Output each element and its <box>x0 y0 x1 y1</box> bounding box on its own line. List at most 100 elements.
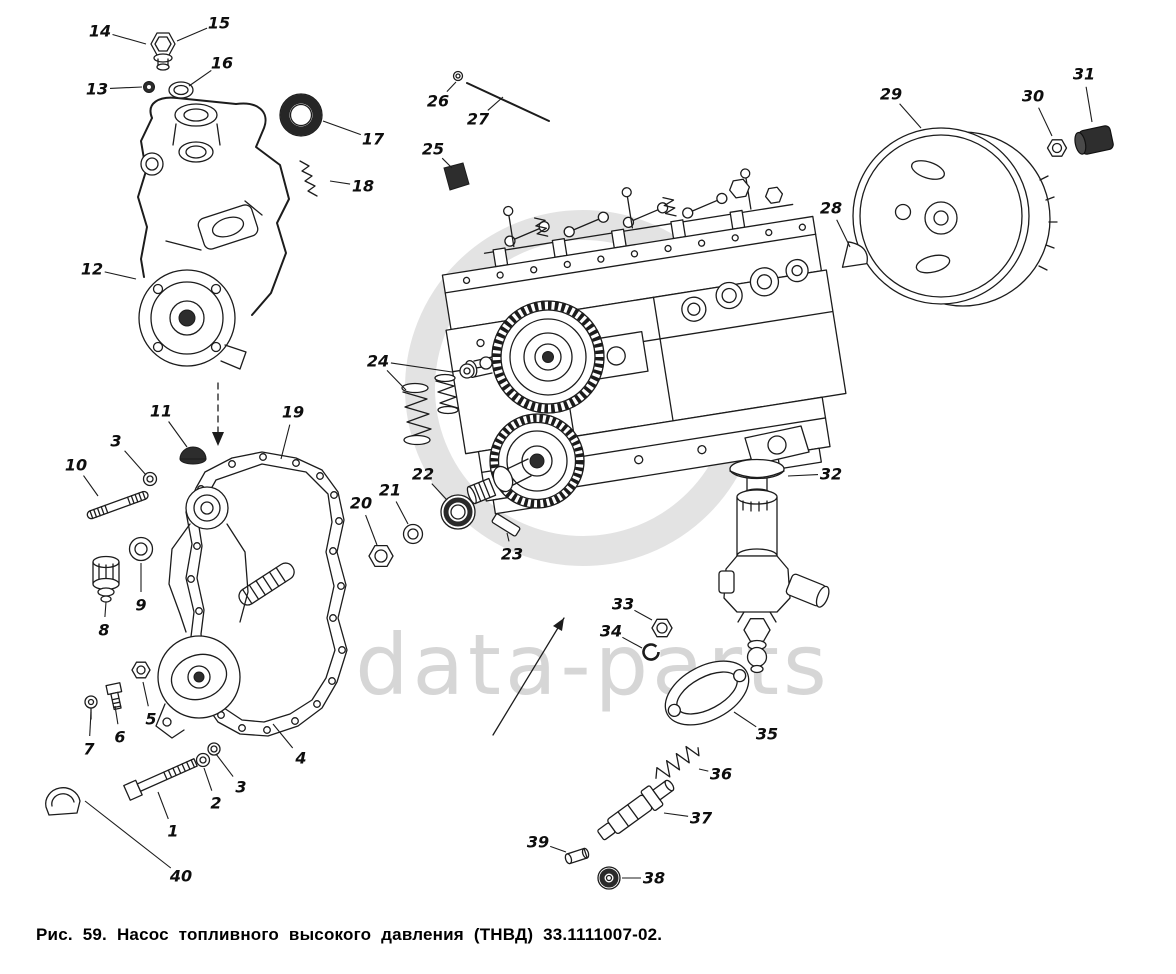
part-label-40: 40 <box>84 800 192 886</box>
svg-text:14: 14 <box>89 22 111 41</box>
part-label-19: 19 <box>280 403 304 460</box>
svg-text:21: 21 <box>379 481 401 500</box>
svg-text:35: 35 <box>756 725 778 744</box>
svg-text:20: 20 <box>350 494 372 513</box>
gasket-ring-16 <box>168 81 194 99</box>
part-label-30: 30 <box>1022 87 1053 137</box>
part-label-38: 38 <box>622 869 665 888</box>
svg-text:1: 1 <box>167 822 178 841</box>
svg-text:8: 8 <box>98 621 109 640</box>
svg-text:12: 12 <box>81 260 103 279</box>
nut-33 <box>651 618 673 638</box>
part-label-14: 14 <box>89 22 147 45</box>
figure-caption: Рис. 59.Насос топливного высокого давлен… <box>36 925 662 945</box>
figure-number: Рис. 59. <box>36 925 107 944</box>
part-label-10: 10 <box>65 456 99 497</box>
part-label-35: 35 <box>733 711 778 744</box>
stud-10 <box>86 490 149 520</box>
svg-text:29: 29 <box>880 85 902 104</box>
svg-text:5: 5 <box>145 710 156 729</box>
cap-40 <box>45 787 81 816</box>
part-label-2: 2 <box>203 767 222 813</box>
part-label-7: 7 <box>83 711 95 759</box>
part-label-17: 17 <box>322 120 385 149</box>
pin-rod-27 <box>466 82 550 122</box>
svg-text:9: 9 <box>135 596 146 615</box>
svg-text:25: 25 <box>422 140 444 159</box>
svg-text:3: 3 <box>110 432 121 451</box>
part-label-23: 23 <box>501 532 523 564</box>
svg-text:18: 18 <box>352 177 374 196</box>
part-label-36: 36 <box>698 765 732 784</box>
bolt-6 <box>105 682 123 711</box>
key-23 <box>491 513 521 537</box>
washer-3b <box>207 742 221 756</box>
part-label-3: 3 <box>215 753 247 797</box>
bolt-1 <box>123 758 198 801</box>
svg-text:40: 40 <box>169 867 192 886</box>
part-label-1: 1 <box>157 791 179 841</box>
svg-text:19: 19 <box>282 403 304 422</box>
svg-text:37: 37 <box>690 809 713 828</box>
svg-text:6: 6 <box>114 728 125 747</box>
part-label-22: 22 <box>412 465 448 501</box>
part-label-12: 12 <box>81 260 137 280</box>
svg-text:3: 3 <box>235 778 246 797</box>
svg-text:34: 34 <box>600 622 622 641</box>
spring-36 <box>655 745 700 779</box>
timing-gear-small <box>489 413 585 509</box>
fuel-pump-body <box>441 168 847 515</box>
part-label-34: 34 <box>600 622 643 649</box>
injector-plunger-37 <box>597 779 675 841</box>
part-label-16: 16 <box>188 54 233 87</box>
svg-text:27: 27 <box>467 110 490 129</box>
washer-3a <box>142 471 158 487</box>
svg-text:28: 28 <box>820 199 842 218</box>
washer-9 <box>128 536 154 562</box>
svg-text:33: 33 <box>612 595 634 614</box>
part-label-3: 3 <box>110 432 147 476</box>
pointer-line <box>492 617 565 736</box>
screw-26 <box>452 70 464 82</box>
part-label-29: 29 <box>880 85 922 129</box>
part-label-26: 26 <box>427 81 457 111</box>
svg-text:31: 31 <box>1073 65 1095 84</box>
svg-text:4: 4 <box>294 749 306 768</box>
part-label-31: 31 <box>1073 65 1095 123</box>
part-label-8: 8 <box>98 601 110 640</box>
washer-21 <box>402 523 424 545</box>
part-label-33: 33 <box>612 595 653 621</box>
gasket-35 <box>664 660 750 726</box>
part-label-32: 32 <box>787 465 842 484</box>
part-label-4: 4 <box>272 723 307 768</box>
pump-bracket <box>744 425 810 466</box>
svg-text:36: 36 <box>710 765 732 784</box>
woodruff-key-28 <box>841 241 868 268</box>
part-label-13: 13 <box>86 80 143 99</box>
svg-text:17: 17 <box>362 130 385 149</box>
svg-text:2: 2 <box>210 794 221 813</box>
part-label-39: 39 <box>527 833 567 853</box>
seal-ring-13 <box>143 81 155 93</box>
svg-text:26: 26 <box>427 92 449 111</box>
part-label-24: 24 <box>367 352 453 391</box>
svg-text:23: 23 <box>501 545 523 564</box>
cap-31 <box>1074 125 1114 155</box>
governor-housing <box>137 96 290 370</box>
drive-coupling-drum <box>852 127 1058 307</box>
svg-text:11: 11 <box>150 402 172 421</box>
pin-39 <box>564 847 590 865</box>
banjo-fitting <box>150 32 176 71</box>
part-label-9: 9 <box>135 563 147 615</box>
front-housing <box>155 486 249 739</box>
timing-gear-large <box>491 300 605 414</box>
part-label-37: 37 <box>663 809 713 828</box>
spring-18 <box>299 160 318 197</box>
part-label-11: 11 <box>150 402 188 448</box>
part-label-28: 28 <box>820 199 851 248</box>
svg-text:13: 13 <box>86 80 108 99</box>
rubber-cap-11 <box>179 446 207 465</box>
svg-text:38: 38 <box>643 869 665 888</box>
tappet-wedge-25 <box>443 162 470 191</box>
